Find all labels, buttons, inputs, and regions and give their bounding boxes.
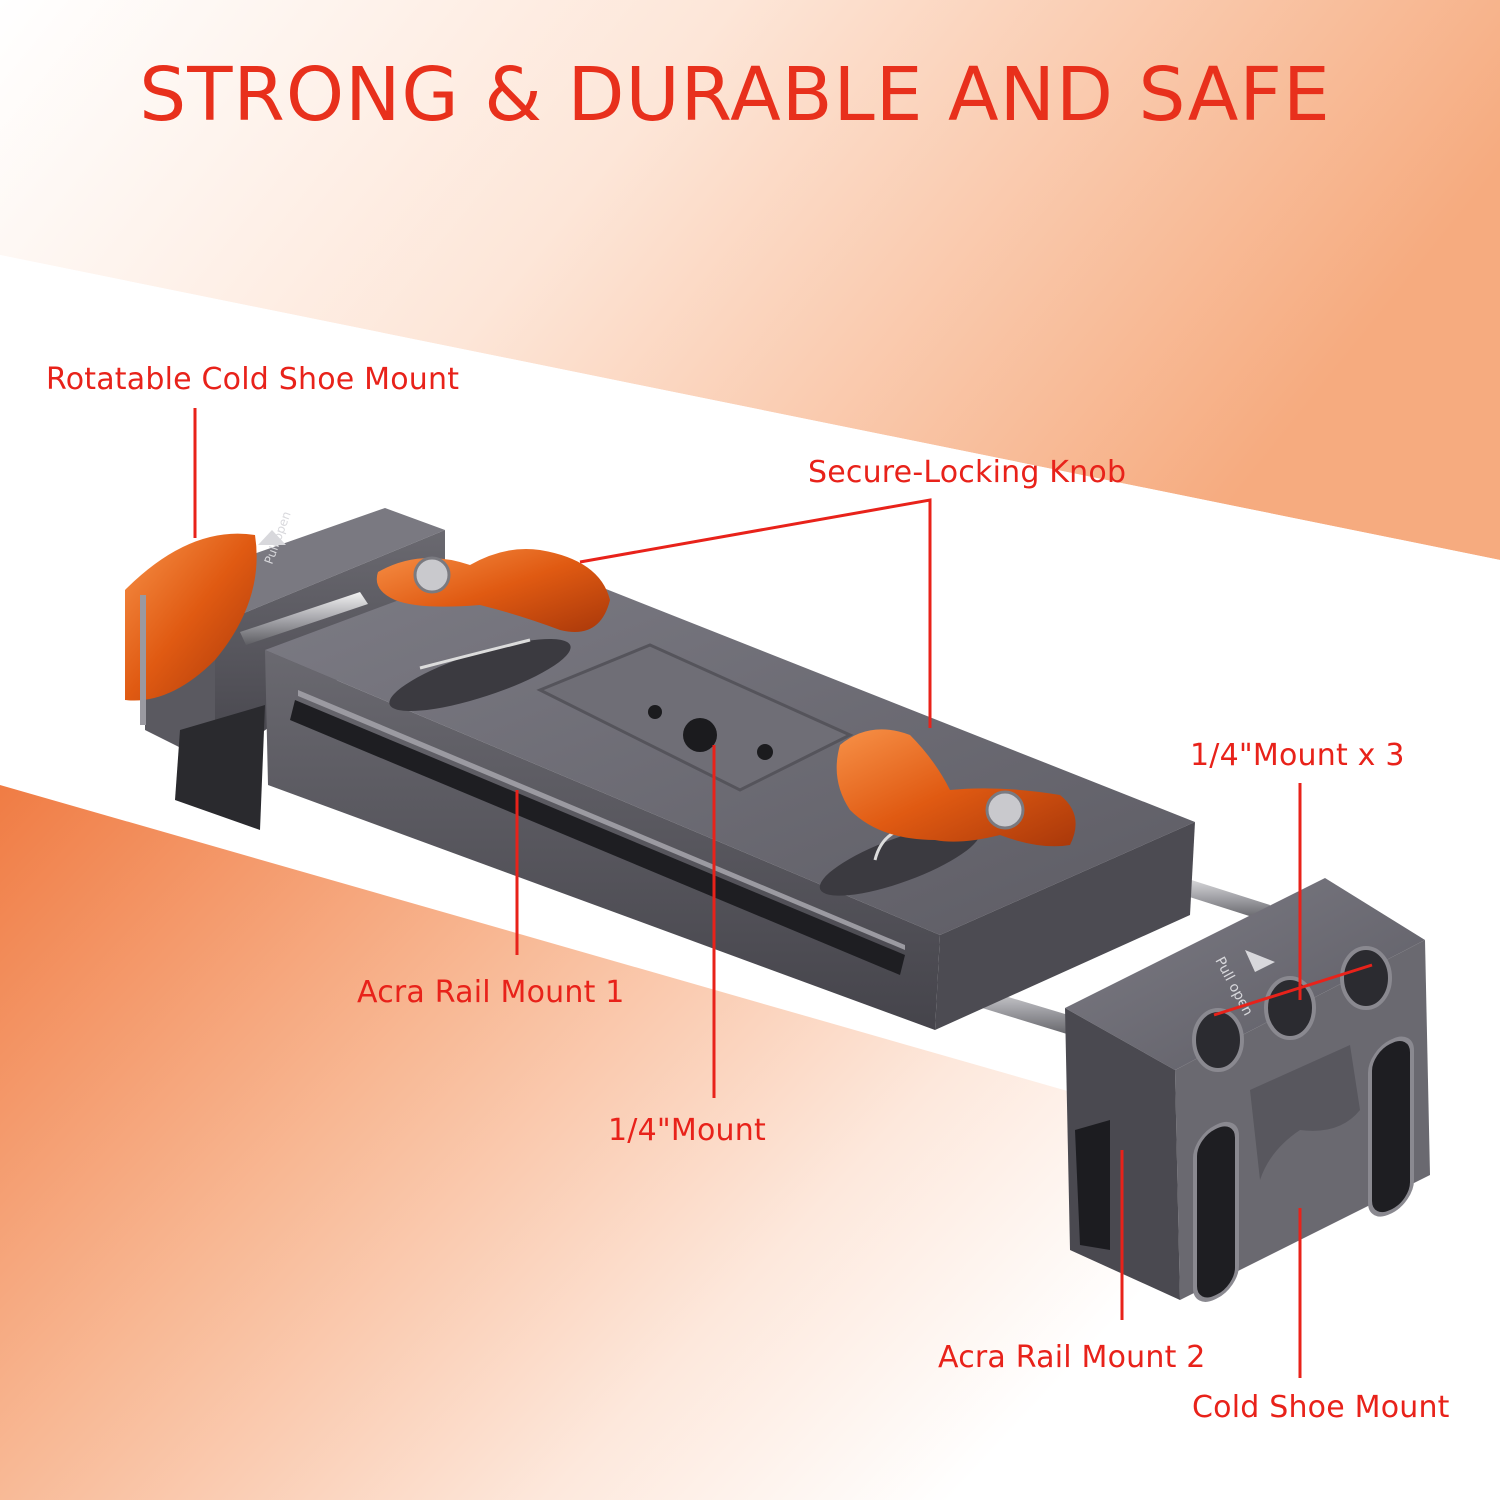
acra-groove-highlight — [298, 690, 905, 950]
rod-back-left — [240, 592, 368, 645]
bg-top-band — [0, 0, 1500, 560]
right-clamp-top — [1065, 878, 1425, 1070]
acra-dovetail-groove — [290, 700, 905, 975]
pin-hole-right — [757, 744, 773, 760]
quarter-inch-mount-hole — [683, 718, 717, 752]
left-clamp-highlight — [140, 595, 146, 725]
cold-shoe-slot-right — [1368, 1036, 1414, 1217]
threaded-hole-3 — [1340, 946, 1392, 1010]
headline: STRONG & DURABLE AND SAFE — [139, 52, 1331, 138]
right-clamp-jaw — [1075, 1120, 1110, 1250]
cold-shoe-recess — [1250, 1045, 1360, 1180]
arrow-engraving-right — [1245, 950, 1275, 972]
callout-quarter-mount-x3: 1/4"Mount x 3 — [1190, 738, 1405, 773]
callout-cold-shoe: Cold Shoe Mount — [1192, 1390, 1450, 1425]
threaded-hole-1 — [1192, 1008, 1244, 1072]
threaded-hole-2 — [1264, 976, 1316, 1040]
callout-acra-rail-1: Acra Rail Mount 1 — [357, 975, 625, 1010]
rotatable-cold-shoe-knob — [125, 533, 257, 701]
leader-mount3-horizontal — [1213, 963, 1373, 1017]
rail-product: Pull open Pull open — [125, 508, 1430, 1302]
callout-secure-locking-knob: Secure-Locking Knob — [808, 455, 1127, 490]
knob-slot-left — [389, 638, 571, 712]
leader-lines — [193, 408, 1373, 1378]
rail-right-face — [935, 822, 1195, 1030]
leader-secure-knob — [579, 498, 932, 728]
lock-arc-left — [419, 638, 531, 670]
cold-shoe-slot-left — [1193, 1121, 1239, 1302]
arrow-engraving-left — [258, 530, 286, 545]
right-clamp: Pull open — [1065, 878, 1430, 1302]
callout-acra-rail-2: Acra Rail Mount 2 — [938, 1340, 1206, 1375]
knob-slot-right — [819, 824, 981, 896]
callout-quarter-mount: 1/4"Mount — [608, 1113, 766, 1148]
left-clamp-jaw — [175, 705, 265, 830]
bg-bottom-band — [0, 785, 1500, 1500]
pin-hole-left — [648, 705, 662, 719]
secure-locking-knobs — [376, 549, 1076, 847]
knob-screw-left — [413, 556, 451, 594]
callout-rotatable-cold-shoe: Rotatable Cold Shoe Mount — [46, 362, 460, 397]
knob-screw-right — [985, 790, 1025, 830]
